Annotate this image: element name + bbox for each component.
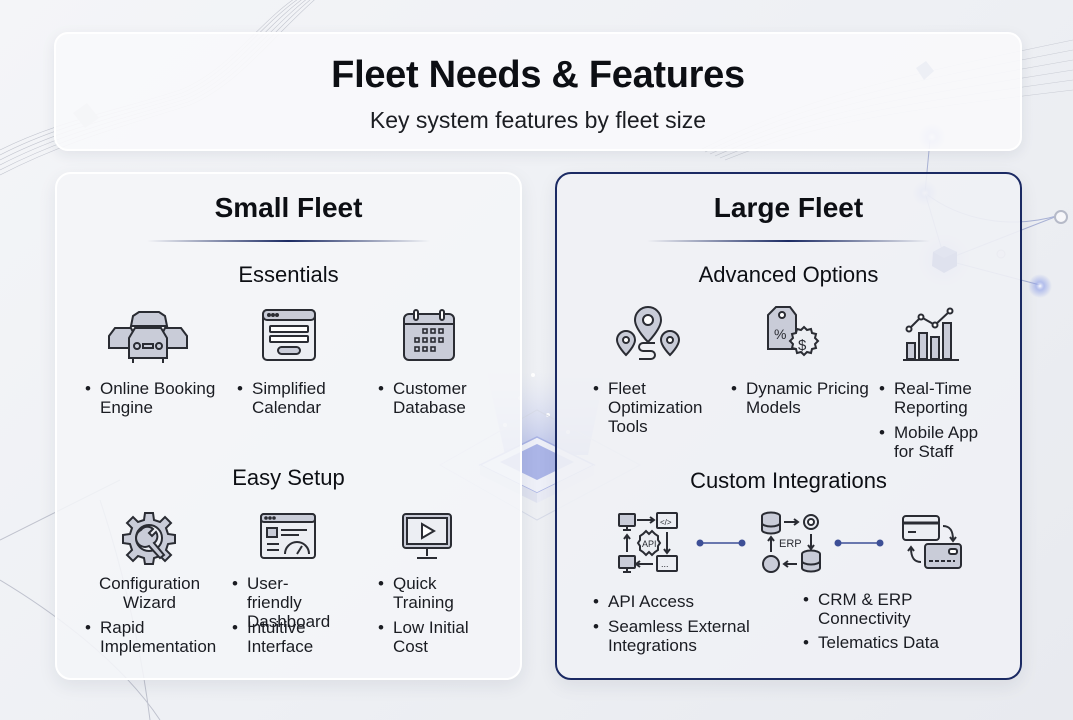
feature-low-initial-cost: • Low Initial Cost: [378, 618, 469, 656]
svg-text:...: ...: [661, 559, 669, 569]
svg-text:</>: </>: [660, 518, 672, 527]
ring-node: [1054, 210, 1068, 224]
gear-wrench-icon: [122, 512, 176, 565]
feature-rapid-implementation: • Rapid Implementation: [85, 618, 217, 656]
title-divider: [647, 240, 930, 242]
section-title-advanced-options: Advanced Options: [698, 262, 879, 287]
title-divider: [147, 240, 430, 242]
feature-customer-database: • Customer Database: [378, 379, 467, 417]
header-banner: Fleet Needs & Features Key system featur…: [54, 32, 1022, 151]
bar-line-chart-icon: [903, 307, 959, 361]
video-monitor-icon: [402, 513, 452, 559]
section-title-custom-integrations: Custom Integrations: [690, 468, 887, 493]
api-flow-icon: </> ... API: [618, 512, 678, 573]
feature-quick-training: • Quick Training: [378, 574, 454, 612]
feature-real-time-reporting: • Real-Time Reporting: [879, 379, 972, 417]
page-title: Fleet Needs & Features: [331, 54, 745, 96]
cars-icon: [108, 311, 188, 363]
payment-cards-sync-icon: [902, 515, 962, 569]
section-title-easy-setup: Easy Setup: [232, 465, 345, 490]
svg-text:ERP: ERP: [779, 538, 802, 550]
feature-dynamic-pricing: • Dynamic Pricing Models: [731, 379, 869, 417]
svg-text:%: %: [774, 326, 786, 342]
feature-configuration-wizard: Configuration Wizard: [98, 574, 201, 612]
feature-online-booking: • Online Booking Engine: [85, 379, 216, 417]
feature-mobile-app: • Mobile App for Staff: [879, 423, 979, 461]
feature-api-access: • API Access: [593, 592, 694, 611]
map-pins-route-icon: [615, 305, 681, 360]
feature-fleet-optimization: • Fleet Optimization Tools: [593, 379, 703, 436]
form-window-icon: [262, 309, 316, 361]
feature-intuitive-interface: • Intuitive Interface: [232, 618, 314, 656]
feature-simplified-calendar: • Simplified Calendar: [237, 379, 326, 417]
page-subtitle: Key system features by fleet size: [369, 107, 707, 133]
large-fleet-title: Large Fleet: [713, 192, 864, 223]
glow-node: [1028, 274, 1052, 298]
small-fleet-title: Small Fleet: [214, 192, 363, 223]
connector-line: [834, 539, 884, 547]
feature-telematics-data: • Telematics Data: [803, 633, 939, 652]
feature-seamless-integrations: • Seamless External Integrations: [593, 617, 750, 655]
erp-database-flow-icon: ERP: [761, 511, 821, 573]
price-tag-dollar-icon: % $: [767, 306, 820, 357]
small-fleet-panel: Small Fleet Essentials • Online Booking: [55, 172, 522, 680]
connector-line: [696, 539, 746, 547]
dashboard-window-icon: [260, 513, 316, 559]
svg-text:$: $: [798, 337, 807, 354]
svg-text:API: API: [642, 539, 657, 549]
calendar-icon: [403, 309, 455, 361]
feature-user-friendly-dashboard: • User-friendly Dashboard: [232, 574, 331, 631]
section-title-essentials: Essentials: [238, 262, 339, 287]
feature-crm-erp-connectivity: • CRM & ERP Connectivity: [803, 590, 913, 628]
large-fleet-panel: Large Fleet Advanced Options % $ • Fleet…: [555, 172, 1022, 680]
